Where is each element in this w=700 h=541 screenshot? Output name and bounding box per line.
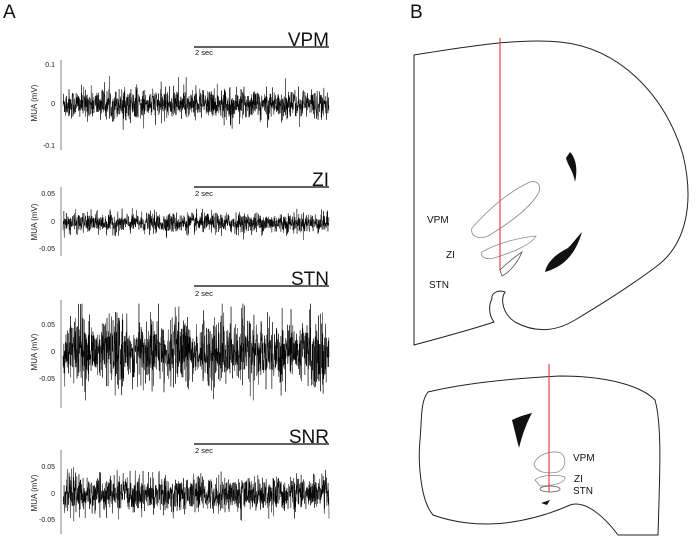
y-axis-label-zi: MUA (mV)	[30, 203, 39, 240]
trace-panel-vpm: VPM 2 sec MUA (mV) 0.1 0 -0.1	[30, 30, 330, 150]
coronal-label-vpm: VPM	[427, 215, 449, 226]
sagittal-vpm-nucleus	[533, 451, 566, 474]
tick-label-vpm-top: 0.1	[45, 62, 55, 69]
tick-label-vpm-zero: 0	[51, 101, 55, 108]
tick-label-stn-bottom: -0.05	[39, 376, 55, 383]
y-axis-label-stn: MUA (mV)	[30, 333, 39, 370]
scale-label-zi: 2 sec	[195, 189, 213, 198]
trace-signal-snr	[62, 467, 330, 522]
tick-label-zi-bottom: -0.05	[39, 246, 55, 253]
sagittal-stn-nucleus	[539, 485, 561, 493]
trace-signal-vpm	[62, 76, 330, 130]
coronal-ventricle-upper	[566, 152, 577, 182]
coronal-stn-nucleus	[499, 250, 523, 277]
tick-label-zi-top: 0.05	[41, 191, 55, 198]
tick-label-snr-top: 0.05	[41, 464, 55, 471]
tick-label-zi-zero: 0	[51, 219, 55, 226]
trace-signal-zi	[62, 208, 330, 240]
trace-panel-snr: SNR 2 sec MUA (mV) 0.05 0 -0.05	[30, 427, 330, 534]
sagittal-label-stn: STN	[573, 486, 593, 497]
sagittal-label-vpm: VPM	[573, 453, 595, 464]
sagittal-brain-outline	[418, 375, 661, 536]
region-title-snr: SNR	[289, 427, 329, 448]
region-title-zi: ZI	[312, 170, 329, 191]
coronal-section: VPM ZI STN	[413, 38, 689, 346]
coronal-vpm-nucleus	[471, 181, 540, 238]
tick-label-vpm-bottom: -0.1	[43, 143, 55, 150]
panel-a-label: A	[3, 2, 16, 23]
coronal-zi-nucleus	[481, 235, 537, 260]
scale-label-vpm: 2 sec	[195, 48, 213, 57]
trace-panel-zi: ZI 2 sec MUA (mV) 0.05 0 -0.05	[30, 170, 330, 256]
y-axis-label-snr: MUA (mV)	[30, 474, 39, 511]
coronal-label-stn: STN	[429, 280, 449, 291]
scale-label-snr: 2 sec	[195, 446, 213, 455]
panel-b-label: B	[410, 2, 423, 23]
tick-label-snr-zero: 0	[51, 491, 55, 498]
tick-label-stn-top: 0.05	[41, 322, 55, 329]
trace-panel-stn: STN 2 sec MUA (mV) 0.05 0 -0.05	[30, 269, 330, 408]
region-title-stn: STN	[291, 269, 329, 290]
sagittal-small-mark	[541, 500, 550, 505]
coronal-ventricle-lower	[545, 232, 582, 272]
panel-a-traces: VPM 2 sec MUA (mV) 0.1 0 -0.1 ZI 2 sec M…	[30, 30, 330, 534]
sagittal-section: VPM ZI STN	[418, 364, 661, 536]
y-axis-label-vpm: MUA (mV)	[30, 84, 39, 121]
coronal-brain-outline	[413, 40, 689, 346]
sagittal-label-zi: ZI	[574, 474, 583, 485]
tick-label-stn-zero: 0	[51, 349, 55, 356]
region-title-vpm: VPM	[288, 30, 329, 51]
trace-signal-stn	[62, 303, 330, 401]
sagittal-ventricle	[512, 413, 532, 448]
sagittal-zi-nucleus	[534, 474, 566, 487]
tick-label-snr-bottom: -0.05	[39, 517, 55, 524]
coronal-label-zi: ZI	[446, 250, 455, 261]
scale-label-stn: 2 sec	[195, 289, 213, 298]
